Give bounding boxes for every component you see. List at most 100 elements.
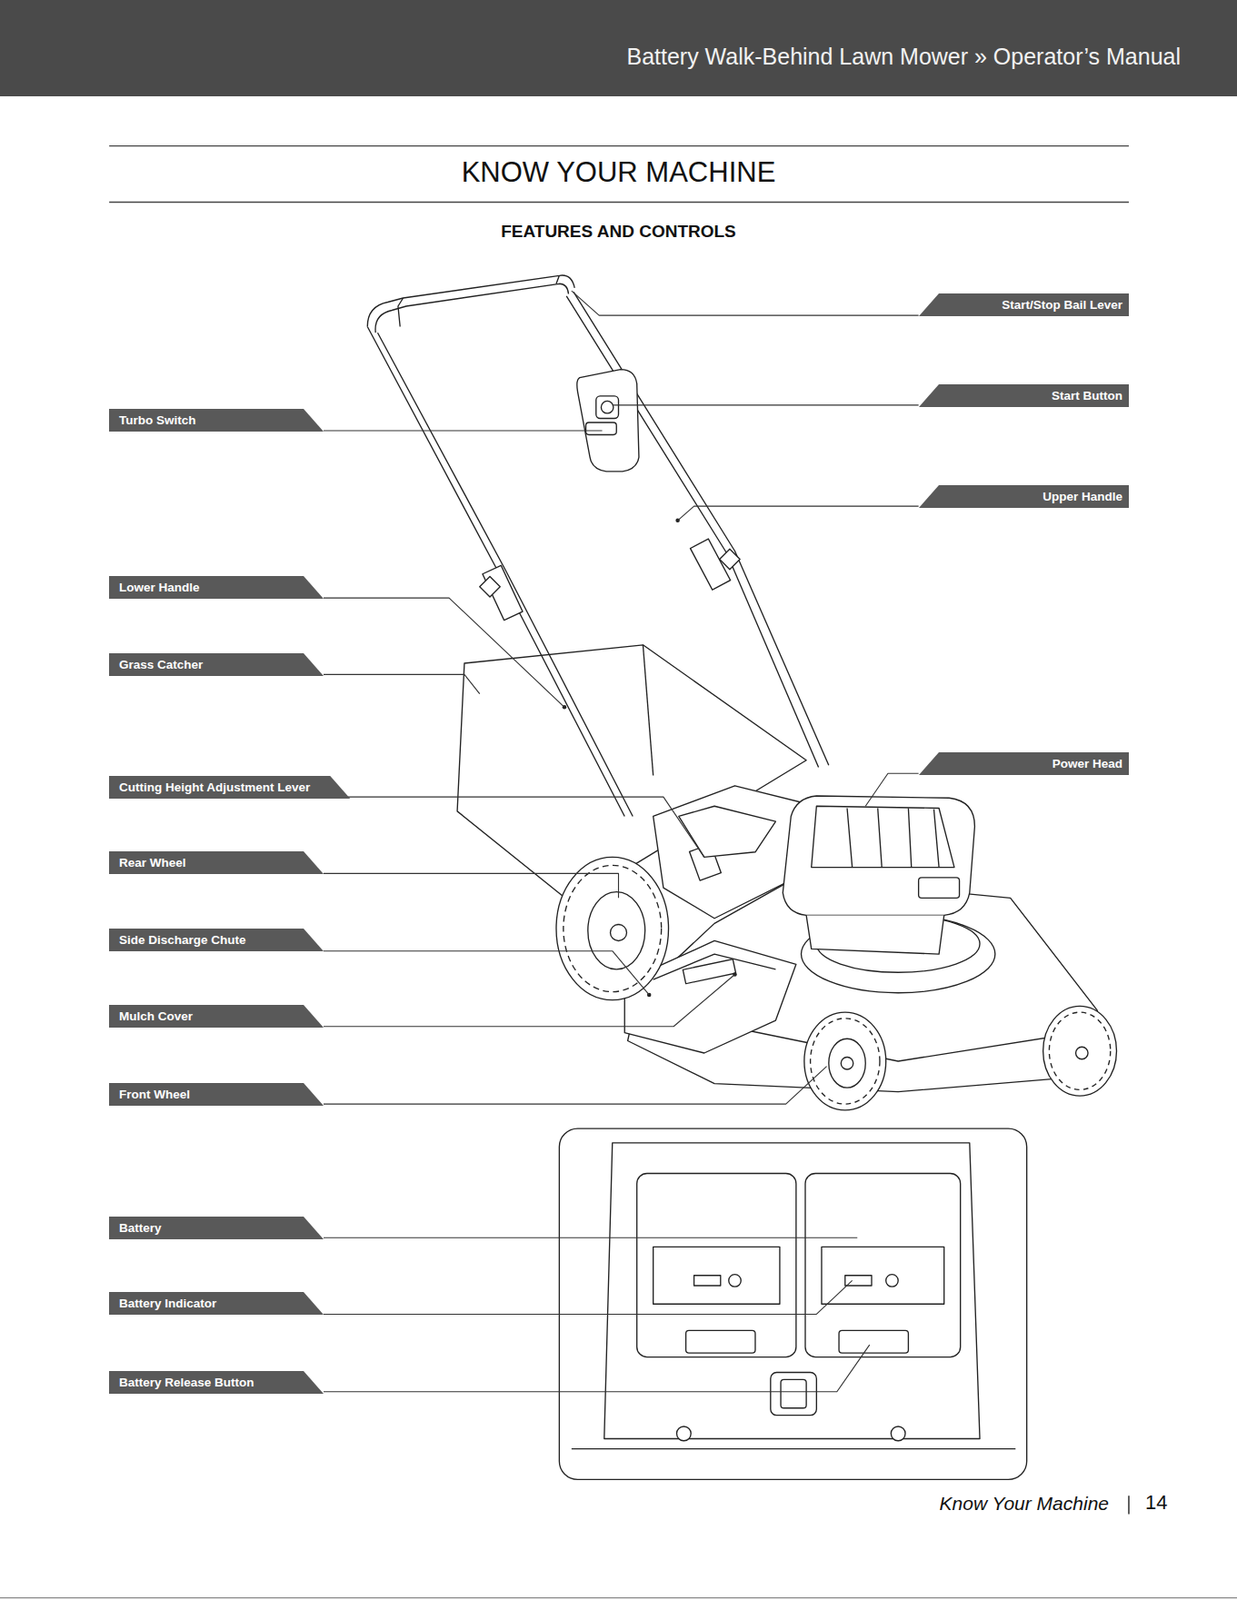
part-name: Rear Wheel <box>119 856 187 870</box>
battery-inset <box>770 1372 818 1416</box>
callout-banner: Power Head <box>918 752 1129 776</box>
power-head <box>847 808 939 868</box>
part-name: Start Button <box>1051 389 1123 403</box>
footer-section: Know Your Machine <box>939 1493 1109 1516</box>
control-box <box>586 422 618 435</box>
callout-banner: Upper Handle <box>918 485 1129 509</box>
leader-line <box>323 598 565 708</box>
handle <box>367 275 829 817</box>
leader-line <box>612 404 919 406</box>
wheel <box>840 1057 853 1069</box>
handle <box>566 296 819 769</box>
handle <box>367 275 575 327</box>
wheel <box>828 1038 866 1088</box>
part-name: Front Wheel <box>119 1087 190 1102</box>
power-head <box>918 877 960 898</box>
part-name: Grass Catcher <box>119 658 203 672</box>
wheel <box>810 1018 880 1105</box>
callout-banner: Start Button <box>918 384 1129 408</box>
rule-line <box>0 146 1237 1599</box>
control-box <box>596 396 619 419</box>
rule-line <box>109 201 1129 203</box>
leader-line <box>323 873 619 898</box>
leader-line <box>323 975 736 1028</box>
rule-line <box>109 145 1129 147</box>
battery-inset <box>890 1426 906 1442</box>
callout-banner: Battery Release Button <box>109 1371 324 1395</box>
rule-line <box>1127 1496 1130 1515</box>
battery-inset <box>604 1143 980 1440</box>
battery-inset <box>686 1330 756 1354</box>
wheel <box>1076 1047 1088 1059</box>
callout-banner: Front Wheel <box>109 1083 324 1107</box>
leader-line <box>571 290 919 316</box>
battery-inset <box>677 1426 692 1442</box>
leader-line <box>323 1345 870 1393</box>
power-head <box>806 915 945 955</box>
callout-banner: Turbo Switch <box>109 409 324 432</box>
part-name: Upper Handle <box>1042 489 1123 504</box>
part-name: Start/Stop Bail Lever <box>1001 298 1123 312</box>
leader-line <box>323 1280 853 1315</box>
callout-banner: Rear Wheel <box>109 851 324 875</box>
wheel <box>563 865 662 992</box>
mower-deck <box>801 915 996 993</box>
leader-line <box>323 797 705 858</box>
rule-line <box>0 1597 1237 1599</box>
part-name: Lower Handle <box>119 580 200 595</box>
leader-line <box>323 290 919 1393</box>
leader-line <box>323 1237 858 1239</box>
callout-banner: Mulch Cover <box>109 1005 324 1028</box>
page-number: 14 <box>1145 1491 1168 1516</box>
power-head <box>811 806 955 868</box>
control-box <box>600 400 613 413</box>
battery-inset <box>558 1128 1027 1480</box>
power-head <box>782 796 975 916</box>
page-title: KNOW YOUR MACHINE <box>0 156 1237 190</box>
wheel <box>1048 1012 1110 1090</box>
power-head <box>782 796 975 955</box>
part-name: Turbo Switch <box>119 413 197 428</box>
handle <box>398 275 559 327</box>
battery-inset <box>694 1276 721 1287</box>
header-band: Battery Walk-Behind Lawn Mower » Operato… <box>0 0 1237 97</box>
wheel <box>588 892 646 970</box>
grass-catcher <box>642 645 653 777</box>
wheel <box>804 1012 887 1111</box>
callout-banner: Battery Indicator <box>109 1292 324 1316</box>
battery-inset <box>805 1173 961 1357</box>
leader-line <box>678 506 919 521</box>
handle <box>479 548 740 598</box>
wheel <box>610 924 628 941</box>
callout-banner: Side Discharge Chute <box>109 928 324 952</box>
battery-inset <box>558 1128 1027 1480</box>
control-box <box>577 369 639 472</box>
wheel <box>1043 1006 1118 1097</box>
section-heading: FEATURES AND CONTROLS <box>0 221 1237 242</box>
callout-banner: Lower Handle <box>109 576 324 599</box>
header-text: Battery Walk-Behind Lawn Mower » Operato… <box>626 43 1181 70</box>
battery-inset <box>571 1448 1016 1450</box>
mower-deck <box>678 806 777 858</box>
part-name: Cutting Height Adjustment Lever <box>119 780 310 795</box>
leader-line <box>865 773 918 807</box>
part-name: Side Discharge Chute <box>119 933 247 948</box>
part-name: Battery Release Button <box>119 1376 255 1390</box>
battery-inset <box>637 1173 797 1357</box>
battery-inset <box>728 1275 741 1287</box>
leader-line <box>323 951 649 996</box>
part-name: Mulch Cover <box>119 1009 193 1024</box>
callout-banner: Start/Stop Bail Lever <box>918 293 1129 317</box>
part-name: Power Head <box>1052 757 1123 771</box>
wheel <box>556 857 669 1000</box>
callout-banner: Battery <box>109 1217 324 1240</box>
battery-inset <box>821 1246 945 1305</box>
battery-inset <box>886 1275 898 1287</box>
battery-inset <box>780 1379 807 1408</box>
control-box <box>577 369 639 472</box>
leader-line <box>323 429 603 431</box>
callout-banner: Grass Catcher <box>109 653 324 677</box>
handle <box>375 283 569 333</box>
callout-banner: Cutting Height Adjustment Lever <box>109 776 350 799</box>
